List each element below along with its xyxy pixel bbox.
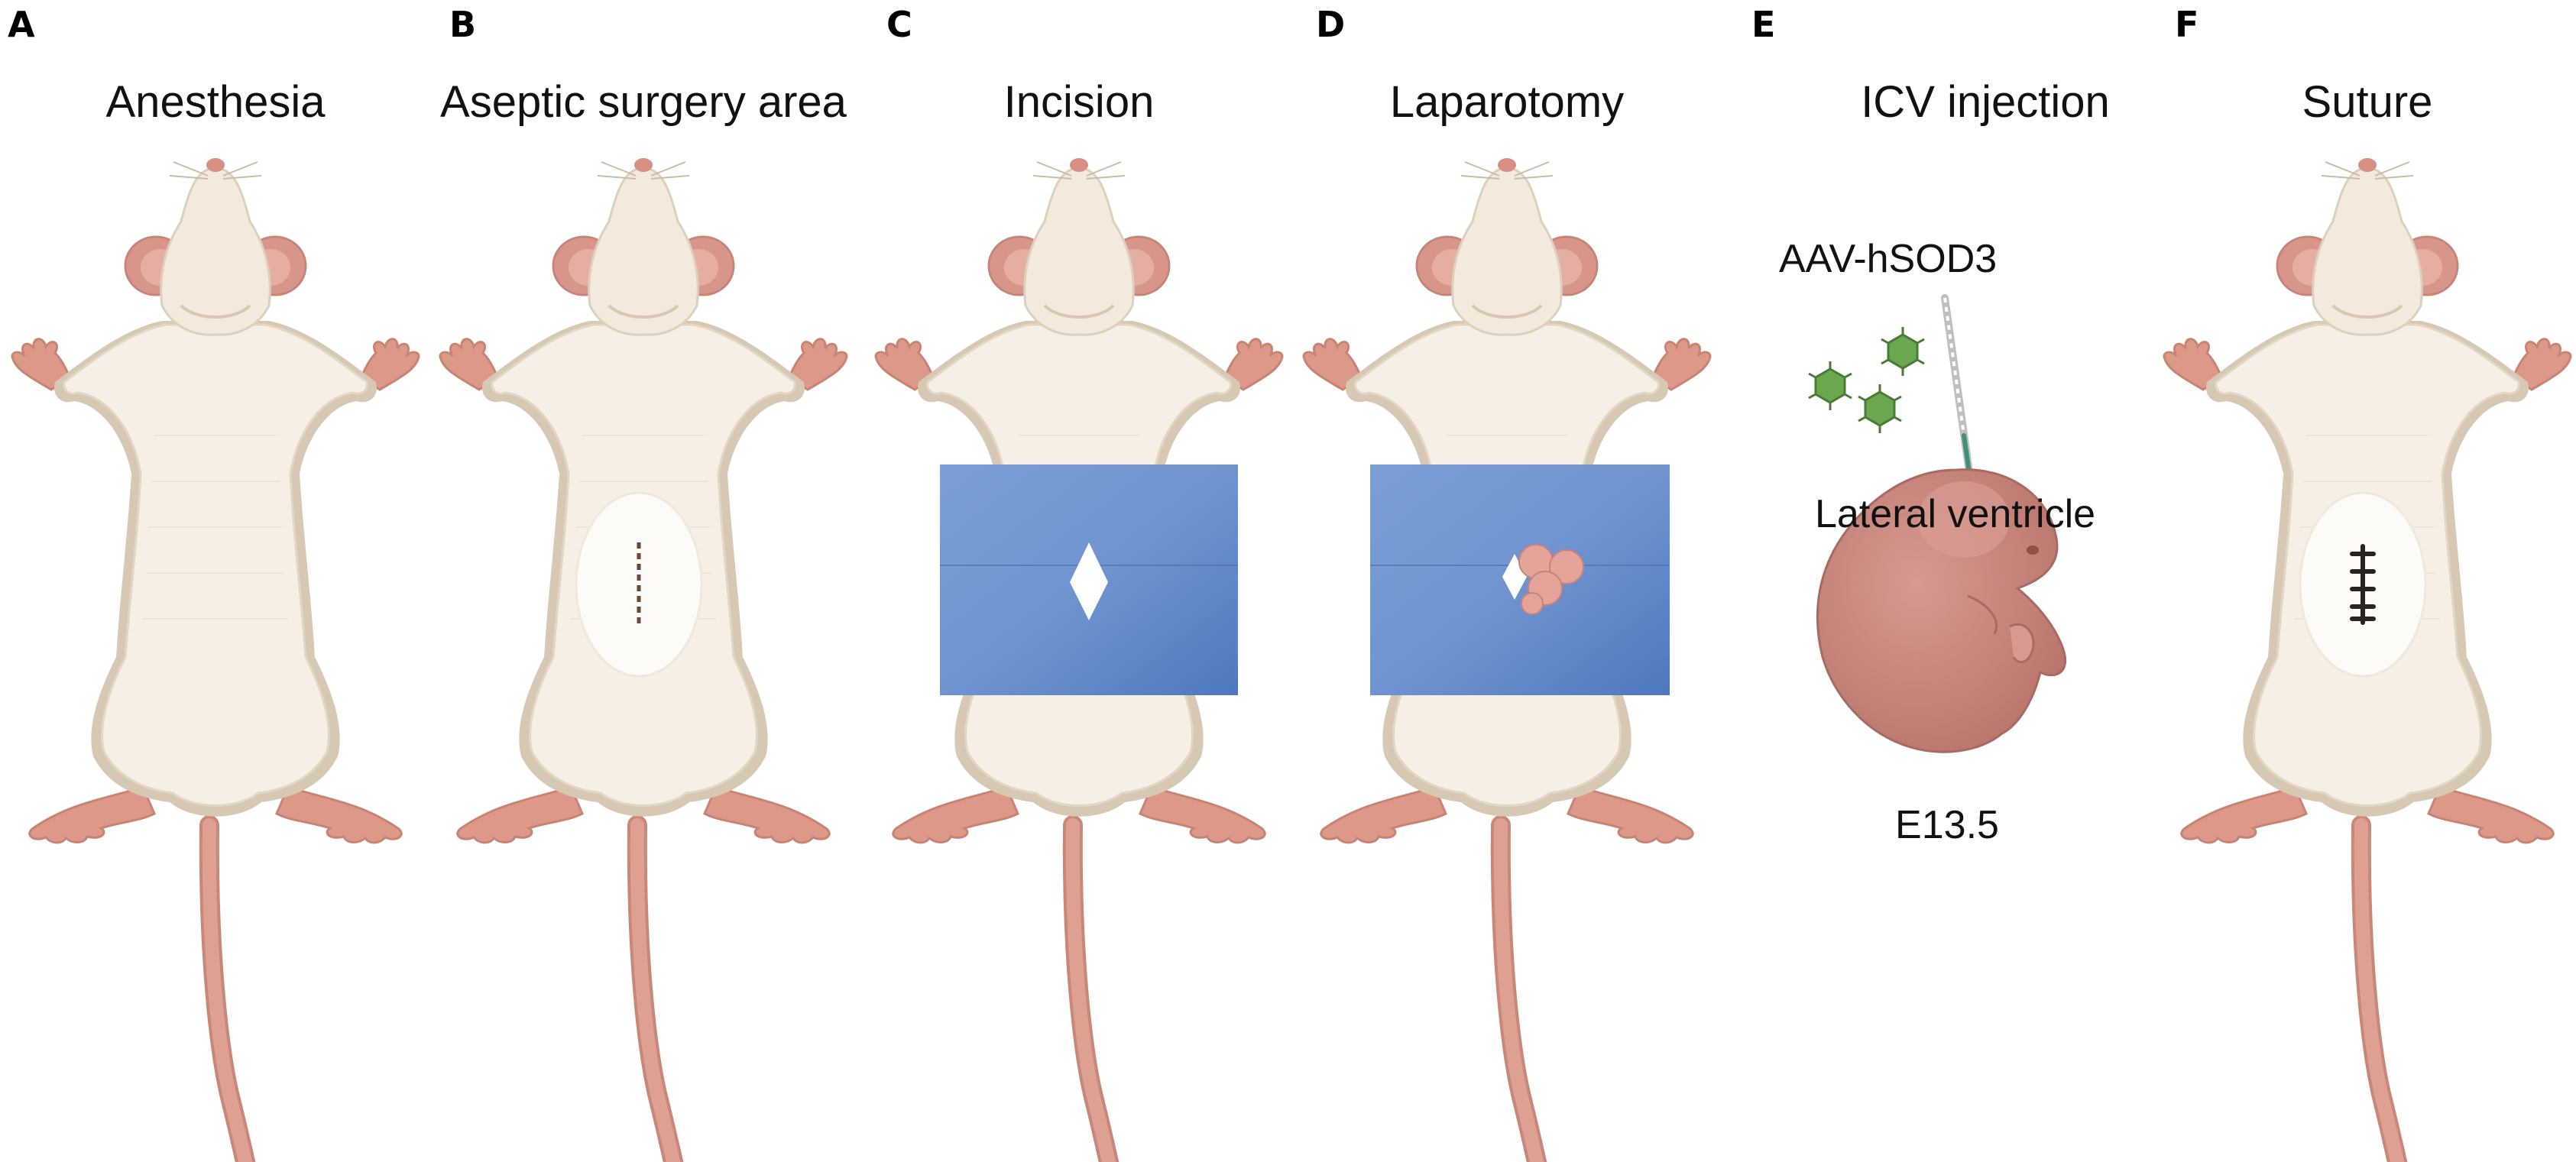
panel-title-a: Anesthesia [106, 77, 326, 127]
panel-title-b: Aseptic surgery area [440, 77, 847, 127]
vector-label: AAV-hSOD3 [1779, 237, 1997, 281]
panel-letter-b: B [449, 4, 476, 45]
embryo-illustration [1816, 468, 2067, 753]
panel-letter-d: D [1316, 4, 1345, 45]
incision-opening [1070, 542, 1108, 620]
panel-title-e: ICV injection [1861, 77, 2110, 127]
panel-title-c: Incision [1004, 77, 1155, 127]
panel-title-d: Laparotomy [1390, 77, 1624, 127]
virus-icon [1858, 384, 1902, 433]
panel-letter-f: F [2175, 4, 2199, 45]
stage-label: E13.5 [1895, 803, 1999, 847]
panel-letter-c: C [886, 4, 912, 45]
suture-stitches [2350, 544, 2376, 625]
injection-needle-icon [1941, 294, 1974, 491]
exposed-uterine-horns [1518, 544, 1584, 615]
shaved-area [575, 491, 703, 678]
panel-letter-a: A [8, 4, 35, 45]
mouse-illustration-a [12, 158, 419, 1162]
virus-icon [1881, 327, 1925, 376]
panel-letter-e: E [1751, 4, 1775, 45]
virus-icon [1808, 361, 1852, 410]
target-label: Lateral ventricle [1815, 492, 2095, 536]
panel-title-f: Suture [2302, 77, 2433, 127]
